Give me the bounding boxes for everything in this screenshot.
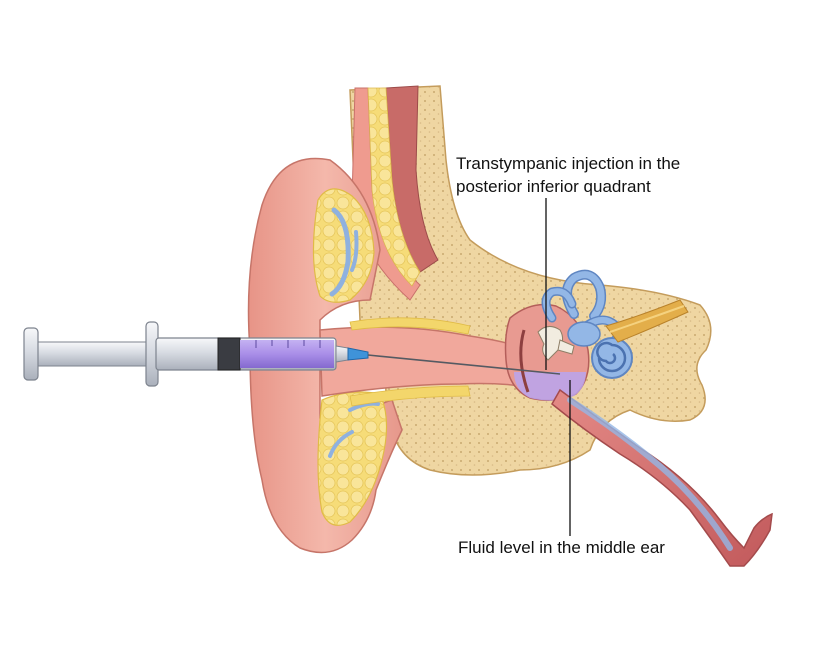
injection-label-line2: posterior inferior quadrant <box>456 177 651 196</box>
syringe-tip <box>335 345 349 363</box>
lower-cartilage-channel <box>328 430 354 458</box>
eustachian-tube <box>551 388 773 567</box>
auricle-cartilage-lower <box>317 391 388 526</box>
canal-cartilage-lower <box>349 385 471 407</box>
nerve-highlight <box>609 305 685 333</box>
injection-label-line1: Transtympanic injection in the <box>456 154 681 173</box>
middle-ear-fluid <box>514 372 586 401</box>
cochlea <box>591 337 633 379</box>
auricle-cartilage-upper <box>312 188 375 303</box>
upper-cartilage-channel-2 <box>350 230 359 272</box>
syringe-graduations <box>255 340 321 348</box>
needle-hub <box>347 347 369 361</box>
fluid-label: Fluid level in the middle ear <box>458 538 665 557</box>
fat-layer <box>367 87 421 287</box>
vestibule <box>567 321 601 347</box>
lower-cartilage-channel-2 <box>348 401 380 412</box>
eustachian-tube-lumen <box>567 397 733 551</box>
canal-cartilage-upper <box>349 317 471 335</box>
auditory-nerve <box>605 299 689 343</box>
injection-label: Transtympanic injection in the posterior… <box>456 152 680 198</box>
tympanic-membrane <box>519 329 530 393</box>
needle <box>367 354 561 375</box>
syringe-plunger-rod <box>29 341 157 367</box>
syringe-stopper <box>217 337 241 371</box>
syringe <box>23 321 561 387</box>
stapes <box>557 339 575 355</box>
syringe-plunger-thumb <box>23 327 39 381</box>
upper-cartilage-channel <box>329 207 351 297</box>
